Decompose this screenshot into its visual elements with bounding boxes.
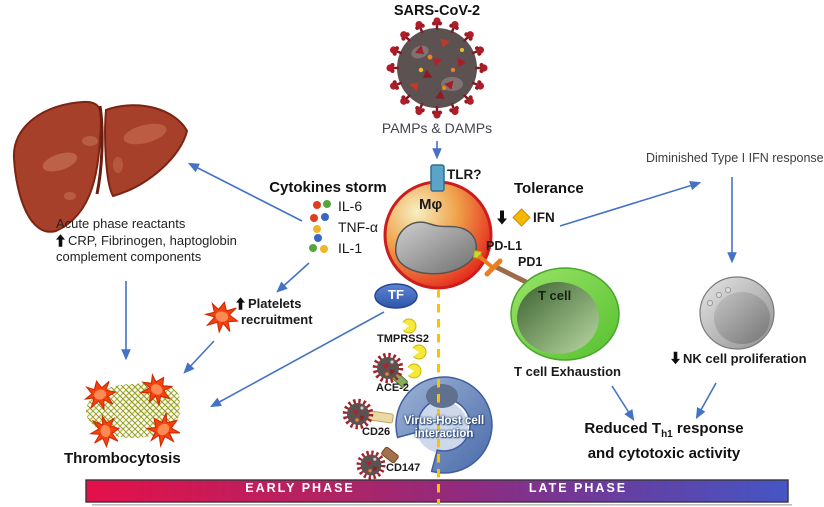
il6-label: IL-6 (338, 198, 363, 214)
acute-phase-text: Acute phase reactants CRP, Fibrinogen, h… (56, 216, 266, 266)
arrow-cytokines-to-liver (187, 162, 303, 222)
il1-label: IL-1 (338, 240, 363, 256)
platelet-icon (202, 299, 241, 336)
diminished-ifn-label: Diminished Type I IFN response (646, 151, 824, 165)
cytokine-dots (309, 200, 331, 253)
nk-proliferation-label: NK cell proliferation (671, 351, 807, 367)
tf-oval (374, 283, 418, 309)
cd26-label: CD26 (362, 426, 391, 438)
nk-cell (699, 276, 775, 350)
tnf-alpha-label: TNF-α (338, 219, 378, 235)
tlr-label: TLR? (447, 167, 482, 182)
tmprss2-label: TMPRSS2 (377, 333, 429, 345)
host-cell-nucleus (426, 384, 458, 408)
pdl1-label: PD-L1 (486, 239, 523, 253)
entry-receptors (345, 318, 427, 478)
arrow-tf-to-thrombocytosis (209, 311, 385, 408)
ifn-diamond-icon (512, 208, 531, 227)
outcome-line1: Reduced Th1 response (584, 420, 744, 440)
ifn-row: IFN (497, 208, 555, 227)
macrophage-cell (383, 164, 493, 290)
host-cell (395, 376, 493, 474)
pdl1-receptor-head (484, 258, 503, 277)
pdl1-receptor (478, 255, 494, 269)
tcell-label: T cell (538, 288, 572, 303)
tcell-exhaustion-label: T cell Exhaustion (514, 364, 621, 379)
arrow-nk-to-outcome (695, 382, 717, 420)
tf-label: TF (388, 287, 404, 302)
acute-phase-line2: CRP, Fibrinogen, haptoglobin (56, 233, 266, 250)
pd1-label: PD1 (518, 255, 543, 269)
arrow-exhaustion-to-outcome (611, 385, 635, 422)
pamps-damps-label: PAMPs & DAMPs (381, 120, 493, 136)
tcell-cell (510, 267, 620, 361)
decrease-arrow-icon (497, 210, 507, 225)
arrow-ifn-to-diminished (559, 181, 702, 227)
arrow-cytokines-to-platelets (276, 262, 310, 293)
late-phase-label: LATE PHASE (528, 481, 628, 495)
cd26-receptor (368, 410, 394, 424)
ace2-label: ACE-2 (376, 382, 410, 394)
liver-illustration (12, 100, 189, 233)
increase-arrow-icon (236, 297, 245, 310)
arrow-layer (121, 141, 737, 422)
mini-virus-icon (345, 401, 371, 427)
tolerance-title: Tolerance (514, 180, 584, 197)
thrombocytosis-label: Thrombocytosis (64, 450, 181, 467)
acute-phase-line3: complement components (56, 249, 202, 264)
cd147-receptor (381, 446, 399, 464)
mini-virus-icon (359, 453, 384, 478)
ifn-label: IFN (533, 209, 555, 225)
early-phase-label: EARLY PHASE (245, 481, 355, 495)
virus-illustration (386, 17, 488, 119)
acute-phase-line1: Acute phase reactants (56, 216, 186, 231)
tmprss2-enzyme-icon (398, 318, 417, 334)
platelets-recruitment-label: Platelets recruitment (236, 296, 313, 328)
tlr-receptor (430, 164, 445, 192)
cytokines-title: Cytokines storm (269, 179, 387, 196)
outcome-line2: and cytotoxic activity (587, 445, 741, 462)
macrophage-nucleus (394, 221, 477, 275)
thrombocytosis-cluster (81, 369, 187, 453)
increase-arrow-icon (56, 233, 65, 247)
outcome-label: Reduced Th1 response and cytotoxic activ… (578, 419, 750, 463)
tmprss2-enzyme-icon (408, 344, 427, 360)
macrophage-label: Mφ (419, 196, 443, 213)
arrow-platelets-to-thrombocytosis (183, 340, 215, 374)
cd147-label: CD147 (386, 462, 421, 474)
decrease-arrow-icon (671, 351, 680, 365)
tmprss2-enzyme-icon (403, 363, 422, 379)
virus-title: SARS-CoV-2 (393, 3, 481, 19)
virus-host-interaction-label: Virus-Host cell interaction (403, 415, 485, 440)
